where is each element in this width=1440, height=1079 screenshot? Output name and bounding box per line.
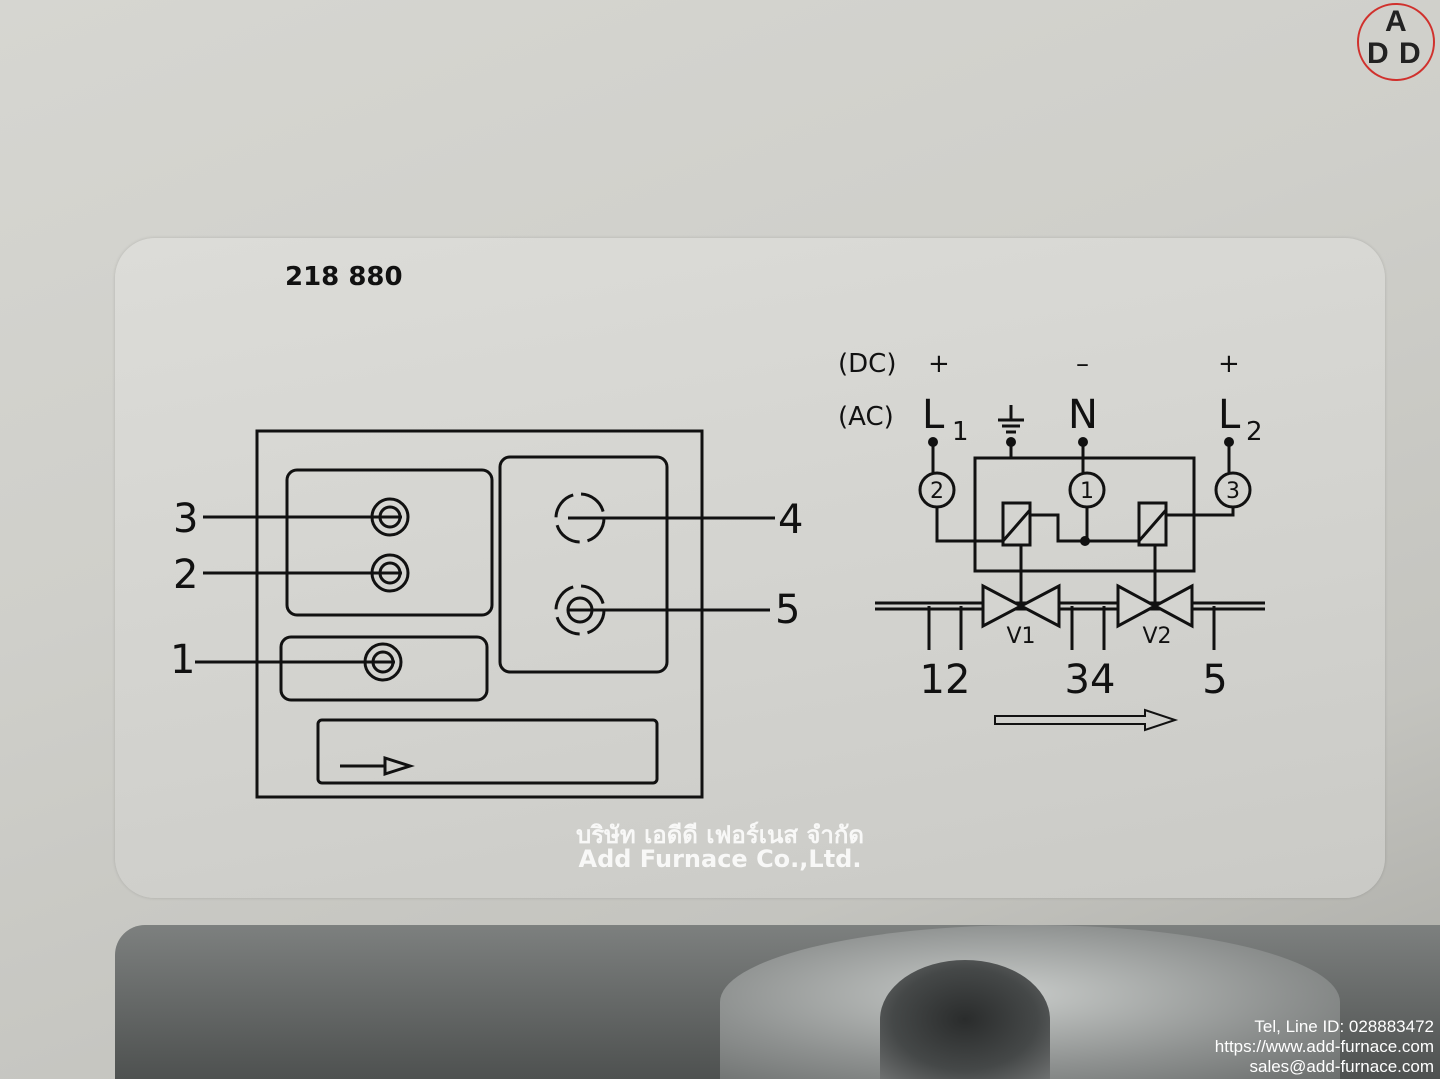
dc-sign: – [1076, 349, 1089, 379]
port-label: 34 [1065, 657, 1116, 703]
l2-label: L [1218, 392, 1241, 438]
watermark-english: Add Furnace Co.,Ltd. [578, 845, 862, 873]
l1-label: L [922, 392, 945, 438]
valve-label: V2 [1142, 624, 1171, 649]
ground-icon [998, 405, 1024, 434]
flow-arrow-icon [994, 708, 1179, 732]
dc-sign: + [1218, 349, 1240, 379]
dc-label: (DC) [838, 349, 896, 379]
terminal-label: 4 [778, 497, 803, 543]
circled-terminal: 2 [930, 479, 944, 504]
part-number: 218 880 [285, 262, 403, 292]
ac-label: (AC) [838, 402, 894, 432]
valve-label: V1 [1006, 624, 1035, 649]
terminal-label: 1 [170, 637, 195, 683]
port-label: 12 [920, 657, 971, 703]
neutral-label: N [1068, 392, 1098, 438]
contact-tel: Tel, Line ID: 028883472 [1254, 1017, 1434, 1036]
dc-sign: + [928, 349, 950, 379]
terminal-label: 2 [173, 552, 198, 598]
port-label: 5 [1202, 657, 1227, 703]
l1-subscript: 1 [952, 417, 969, 447]
screw-terminals [363, 492, 606, 682]
product-label [115, 238, 1385, 898]
terminal-label: 5 [775, 587, 800, 633]
valve-wiring-schematic: (DC) (AC) + – + L 1 N L 2 2 1 3 V1 V2 12… [838, 349, 1265, 732]
terminal-box-diagram: 3 2 1 4 5 [170, 429, 803, 799]
terminal-label: 3 [173, 496, 198, 542]
l2-subscript: 2 [1246, 417, 1263, 447]
contact-website: https://www.add-furnace.com [1214, 1037, 1434, 1056]
watermark-thai: บริษัท เอดีดี เฟอร์เนส จำกัด [575, 821, 865, 849]
fitting-bore [880, 960, 1050, 1079]
circled-terminal: 1 [1080, 479, 1094, 504]
contact-email: sales@add-furnace.com [1249, 1057, 1434, 1076]
circled-terminal: 3 [1226, 479, 1240, 504]
